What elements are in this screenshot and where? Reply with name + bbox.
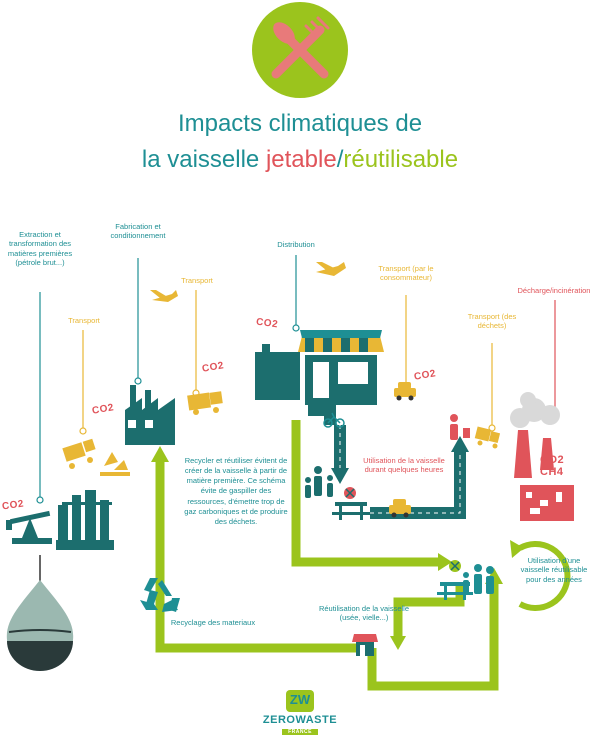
bicycle-icon (323, 412, 345, 428)
label-recyclage: Recyclage des materiaux (170, 618, 256, 627)
label-transport-3: Transport (par le consommateur) (378, 264, 434, 283)
label-decharge: Décharge/incinération (517, 286, 591, 295)
debris-icon (100, 452, 130, 476)
ch4-decharge: CH4 (540, 466, 564, 478)
refinery-icon (56, 490, 114, 550)
fork-knife-icon (252, 2, 348, 98)
recycle-icon (140, 578, 180, 612)
factory-icon (125, 385, 175, 445)
family-icon (305, 466, 333, 498)
label-extraction: Extraction et transformation des matière… (7, 230, 73, 268)
label-transport-1: Transport (68, 316, 100, 325)
label-utilisation-jetable: Utilisation de la vaisselle durant quelq… (363, 456, 445, 475)
pumpjack-icon (6, 510, 52, 544)
airplane-icon (150, 262, 346, 302)
trash-person-icon (450, 414, 470, 440)
title-jetable: jetable (265, 146, 337, 173)
label-transport-2: Transport (181, 276, 213, 285)
title-prefix: la vaisselle (141, 146, 266, 173)
leader-lines (36, 255, 300, 504)
logo-name: ZEROWASTE (262, 714, 338, 726)
co2-decharge: CO2 (540, 454, 565, 466)
reusable-plate-icon (449, 560, 461, 572)
zerowaste-logo-icon (286, 690, 314, 712)
label-recycler: Recycler et réutiliser évitent de créer … (184, 456, 288, 526)
incinerator-icon (510, 392, 574, 521)
picnic-table-icon (332, 502, 370, 520)
car-icon (389, 382, 416, 518)
label-fabrication: Fabrication et conditionnement (110, 222, 166, 241)
leader-line-decharge (551, 300, 559, 417)
truck-icon (62, 391, 501, 469)
title-separator: / (336, 146, 344, 173)
small-shop-icon (352, 634, 378, 656)
label-utilisation-reutilisable: Utilisation d'une vaisselle réutilisable… (520, 556, 588, 584)
title-line-1: Impacts climatiques de (177, 110, 423, 137)
green-flow (155, 420, 571, 691)
label-distribution: Distribution (277, 240, 315, 249)
logo-country: FRANCE (282, 729, 318, 736)
title-reutilisable: réutilisable (343, 146, 459, 173)
label-reutilisation: Réutilisation de la vaisselle (usée, vie… (318, 604, 410, 623)
reuse-family-icon (463, 564, 494, 594)
label-transport-4: Transport (des déchets) (467, 312, 517, 331)
reuse-picnic-table-icon (437, 582, 473, 600)
disposable-plate-icon (344, 487, 356, 499)
logo-mark: ZW (289, 692, 311, 707)
shop-icon (255, 330, 384, 405)
oil-drop-icon (6, 555, 74, 671)
title-line-2: la vaisselle jetable/réutilisable (0, 146, 600, 175)
